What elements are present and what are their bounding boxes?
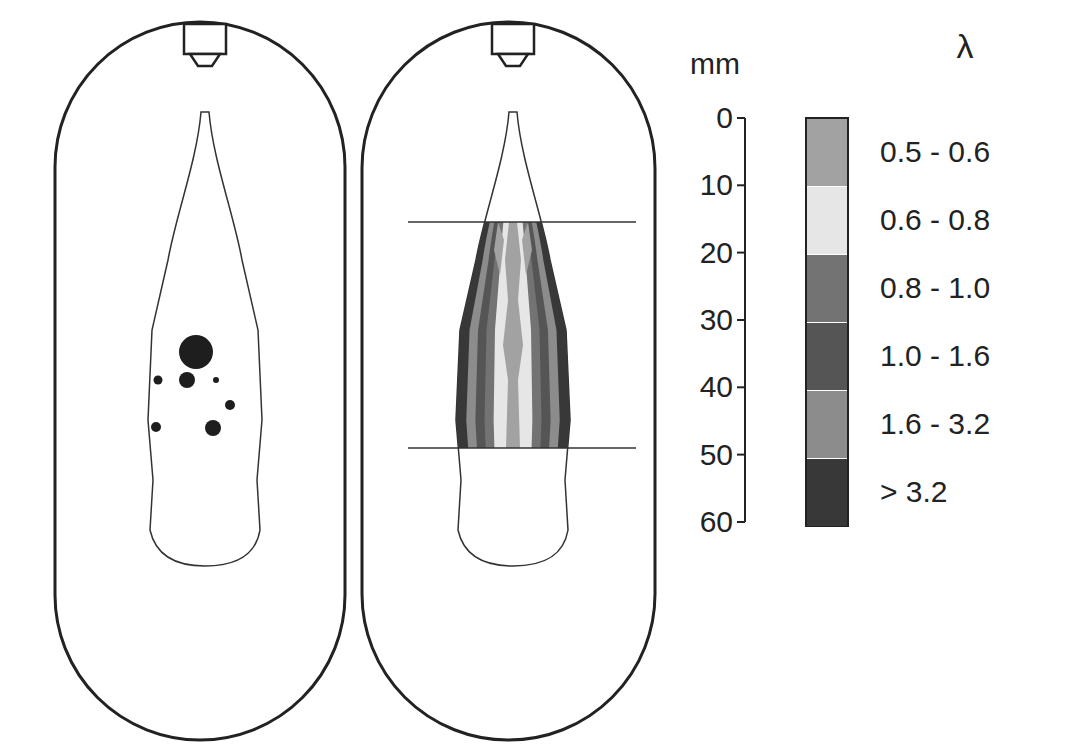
legend-swatch — [807, 323, 847, 390]
spray-outline — [148, 112, 262, 566]
axis-unit: mm — [690, 49, 740, 79]
legend-label: 0.8 - 1.0 — [880, 273, 990, 303]
legend-swatch — [807, 459, 847, 526]
chamber-outline — [55, 22, 345, 740]
legend-swatch — [807, 119, 847, 186]
legend-label: 0.5 - 0.6 — [880, 137, 990, 167]
injector-nozzle — [184, 24, 534, 66]
color-bar-outline — [806, 118, 848, 526]
legend-label: 1.6 - 3.2 — [880, 409, 990, 439]
legend-title: λ — [957, 29, 974, 63]
axis-tick-label: 0 — [716, 103, 733, 133]
legend-label: 1.0 - 1.6 — [880, 341, 990, 371]
chamber-outline — [362, 22, 655, 740]
fuel-droplets — [151, 335, 235, 436]
spray-outline — [456, 112, 570, 566]
legend-label: > 3.2 — [880, 477, 948, 507]
section-line — [408, 221, 636, 223]
axis-tick-label: 10 — [700, 170, 733, 200]
mm-axis — [737, 118, 745, 522]
axis-tick-label: 20 — [700, 238, 733, 268]
axis-tick-label: 30 — [700, 305, 733, 335]
axis-tick-label: 60 — [700, 507, 733, 537]
axis-tick-label: 50 — [700, 440, 733, 470]
legend-swatch — [807, 391, 847, 458]
legend-swatch — [807, 255, 847, 322]
lambda-contours — [456, 222, 570, 448]
legend-label: 0.6 - 0.8 — [880, 205, 990, 235]
legend-swatch — [807, 187, 847, 254]
section-line — [408, 447, 636, 449]
axis-tick-label: 40 — [700, 372, 733, 402]
